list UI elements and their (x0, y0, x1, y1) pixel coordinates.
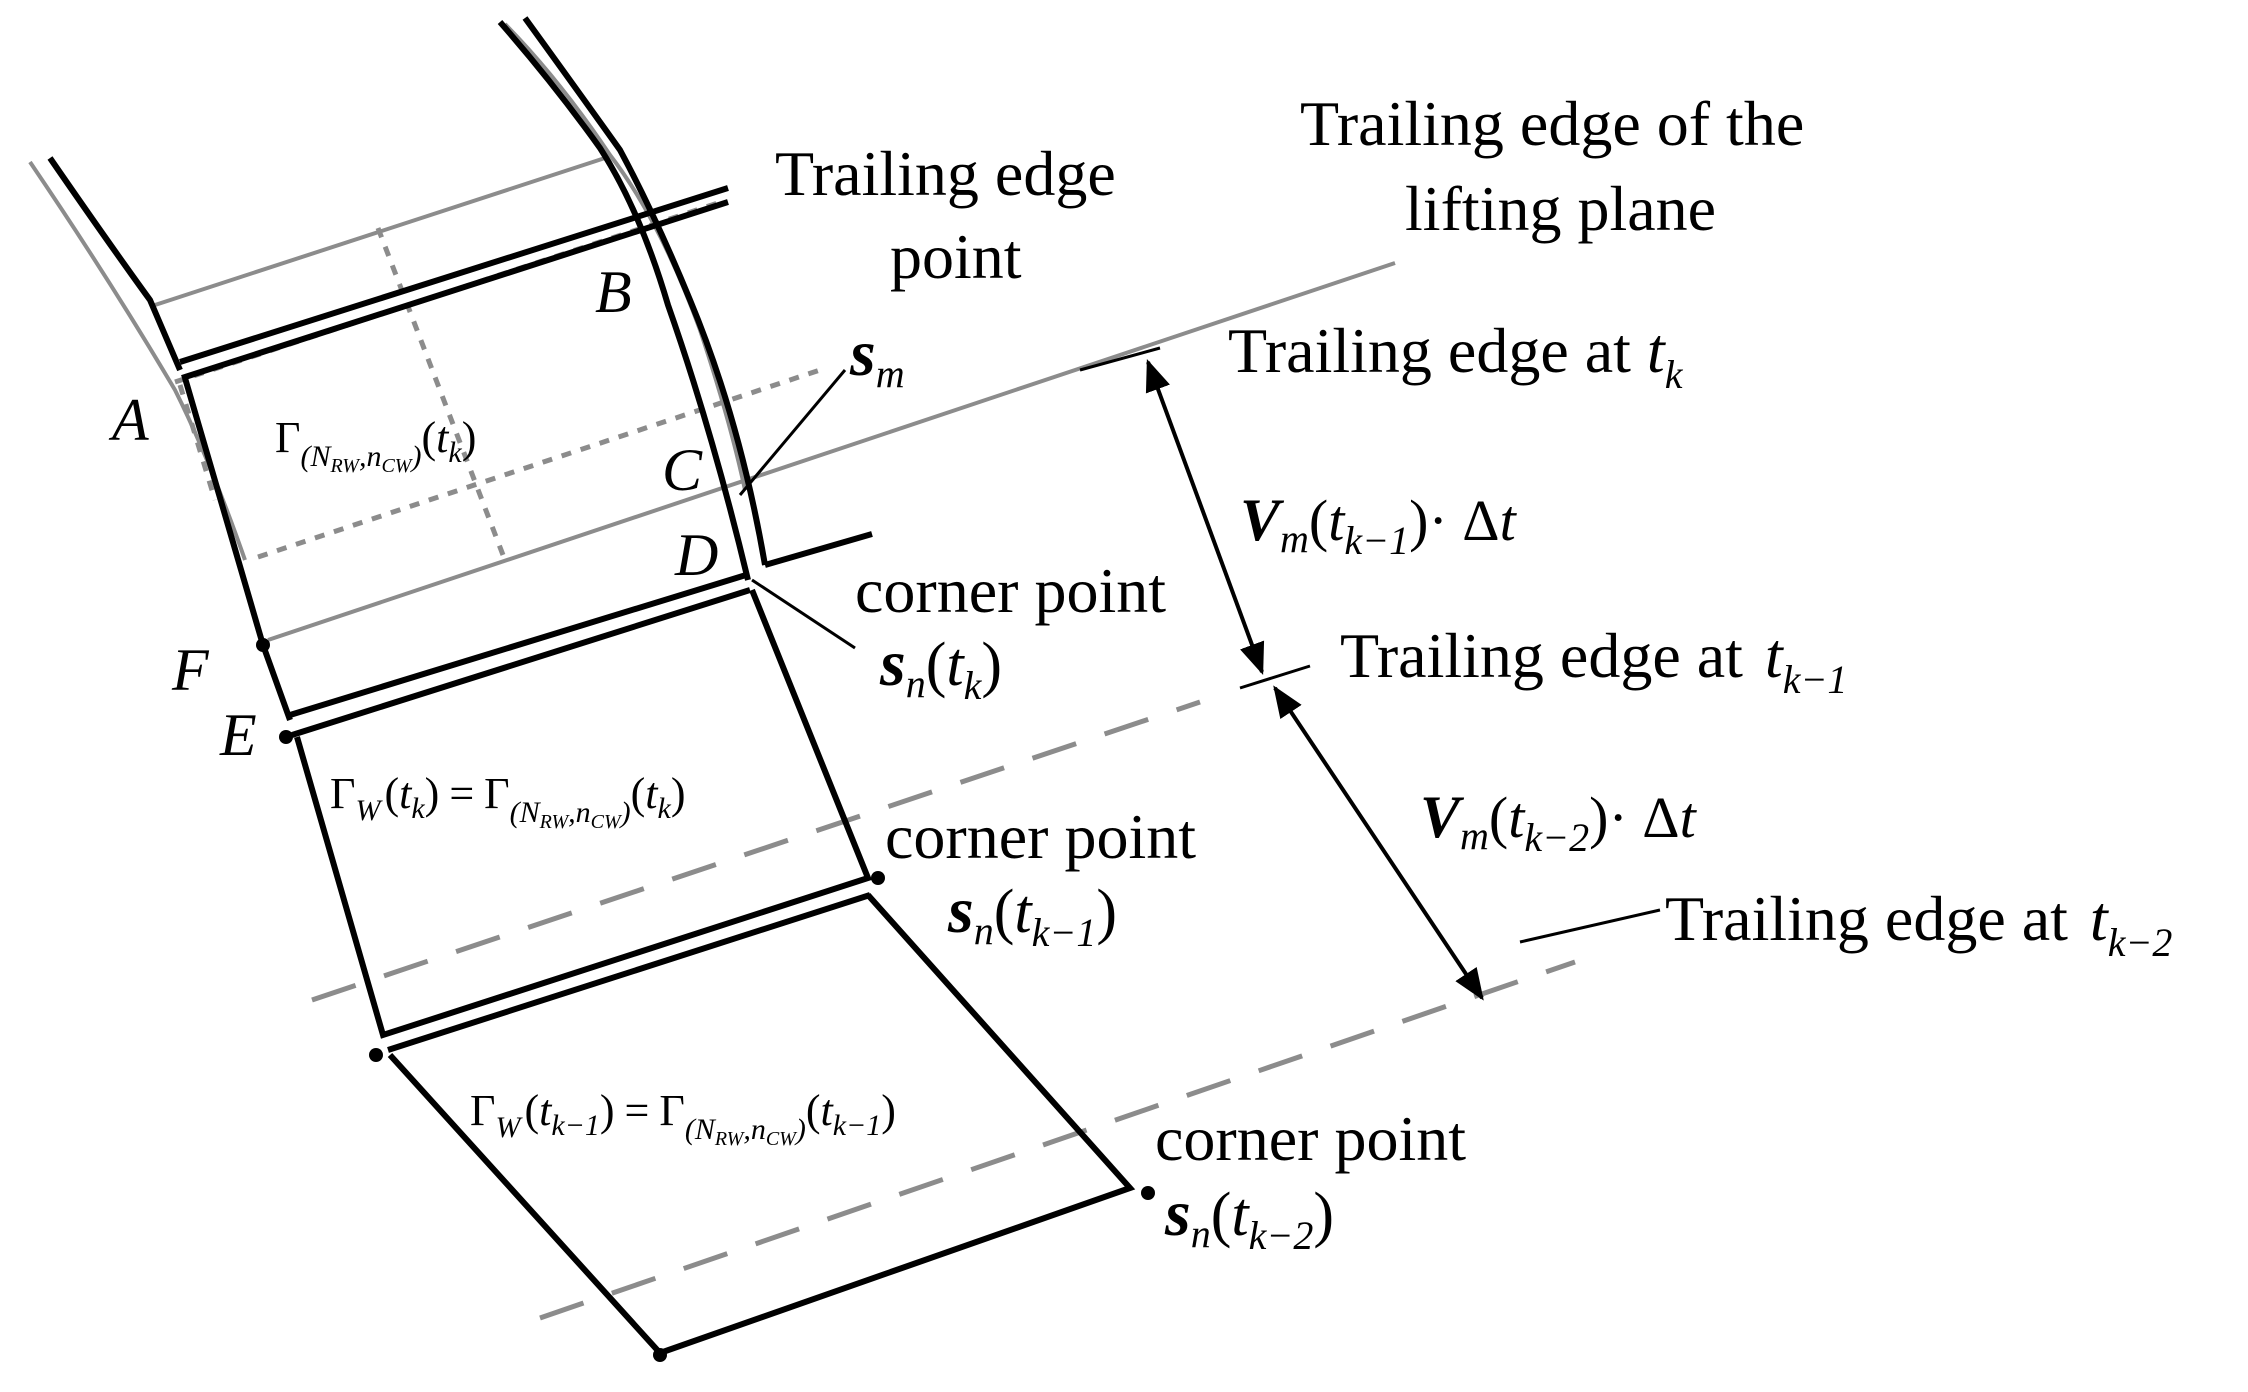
dot-sn-tk1 (871, 871, 885, 885)
leader-tk2 (1519, 908, 1661, 944)
tick-tk (1079, 346, 1161, 372)
blade-left-edge (47, 156, 183, 372)
top-edge-inner (181, 199, 729, 381)
label-te-point-2: point (890, 221, 1022, 292)
leader-sm (738, 369, 847, 496)
label-te-lifting-plane-2: lifting plane (1405, 173, 1716, 244)
dashed-trailing-edges (311, 699, 1576, 1321)
panel-edge-FD-upper (289, 572, 747, 718)
trailing-edge-tk-line (267, 261, 1396, 642)
label-sn-tk: sn(tk) (879, 627, 1002, 708)
wake-panel-1 (294, 588, 872, 1039)
velocity-arrows (1145, 358, 1484, 1001)
label-corner-tk: corner point (855, 555, 1166, 626)
label-gamma-lifting: Γ(NRW,nCW)(tk) (275, 413, 476, 477)
label-point-C: C (662, 437, 703, 503)
label-sm: sm (849, 317, 905, 396)
trailing-edge-tk1-dashed (311, 699, 1201, 1003)
dot-sn-tk2 (1141, 1186, 1155, 1200)
grey-left-blade-edge (28, 160, 247, 561)
wake-panel-1-bottom-inner (387, 892, 871, 1053)
leader-corner-tk (751, 578, 856, 650)
label-point-B: B (595, 259, 632, 325)
wake-panel-2 (387, 893, 1136, 1357)
blade-right-edge-outer (522, 16, 768, 566)
arrow-vm-tk1 (1145, 358, 1265, 676)
label-corner-tk2: corner point (1155, 1103, 1466, 1174)
label-vm-tk1: Vm(tk−1)· Δt (1240, 487, 1518, 563)
label-point-D: D (674, 522, 718, 588)
leaders (738, 346, 1661, 944)
dotted-diagonal (177, 384, 218, 501)
label-point-E: E (219, 702, 257, 768)
grey-right-blade-edge (503, 22, 747, 491)
corner-dots (256, 638, 1155, 1362)
label-gamma-wake-2: ΓW(tk−1)=Γ(NRW,nCW)(tk−1) (470, 1086, 896, 1150)
label-vm-tk2: Vm(tk−2)· Δt (1420, 784, 1698, 860)
stub-right (764, 531, 873, 568)
panel-edge-FD-lower (291, 587, 751, 738)
label-sn-tk2: sn(tk−2) (1164, 1177, 1334, 1258)
label-point-F: F (171, 637, 210, 703)
label-te-point-1: Trailing edge (775, 138, 1116, 209)
panels (47, 16, 1136, 1357)
lifting-panel-dotted (174, 200, 821, 560)
dot-left-panel-2 (369, 1048, 383, 1062)
label-gamma-wake-1: ΓW(tk)=Γ(NRW,nCW)(tk) (330, 769, 685, 833)
label-te-lifting-plane-1: Trailing edge of the (1300, 88, 1804, 159)
blade-right-edge-inner (497, 20, 751, 581)
label-sn-tk1: sn(tk−1) (947, 874, 1117, 955)
trailing-edge-tk2-dashed (539, 959, 1576, 1321)
dot-F (256, 638, 270, 652)
label-point-A: A (108, 387, 149, 453)
tick-tk1 (1239, 664, 1311, 690)
dot-bottom (653, 1348, 667, 1362)
top-edge-outer (179, 185, 729, 365)
arrow-vm-tk2 (1273, 685, 1484, 1001)
label-corner-tk1: corner point (885, 801, 1196, 872)
dot-E (279, 730, 293, 744)
